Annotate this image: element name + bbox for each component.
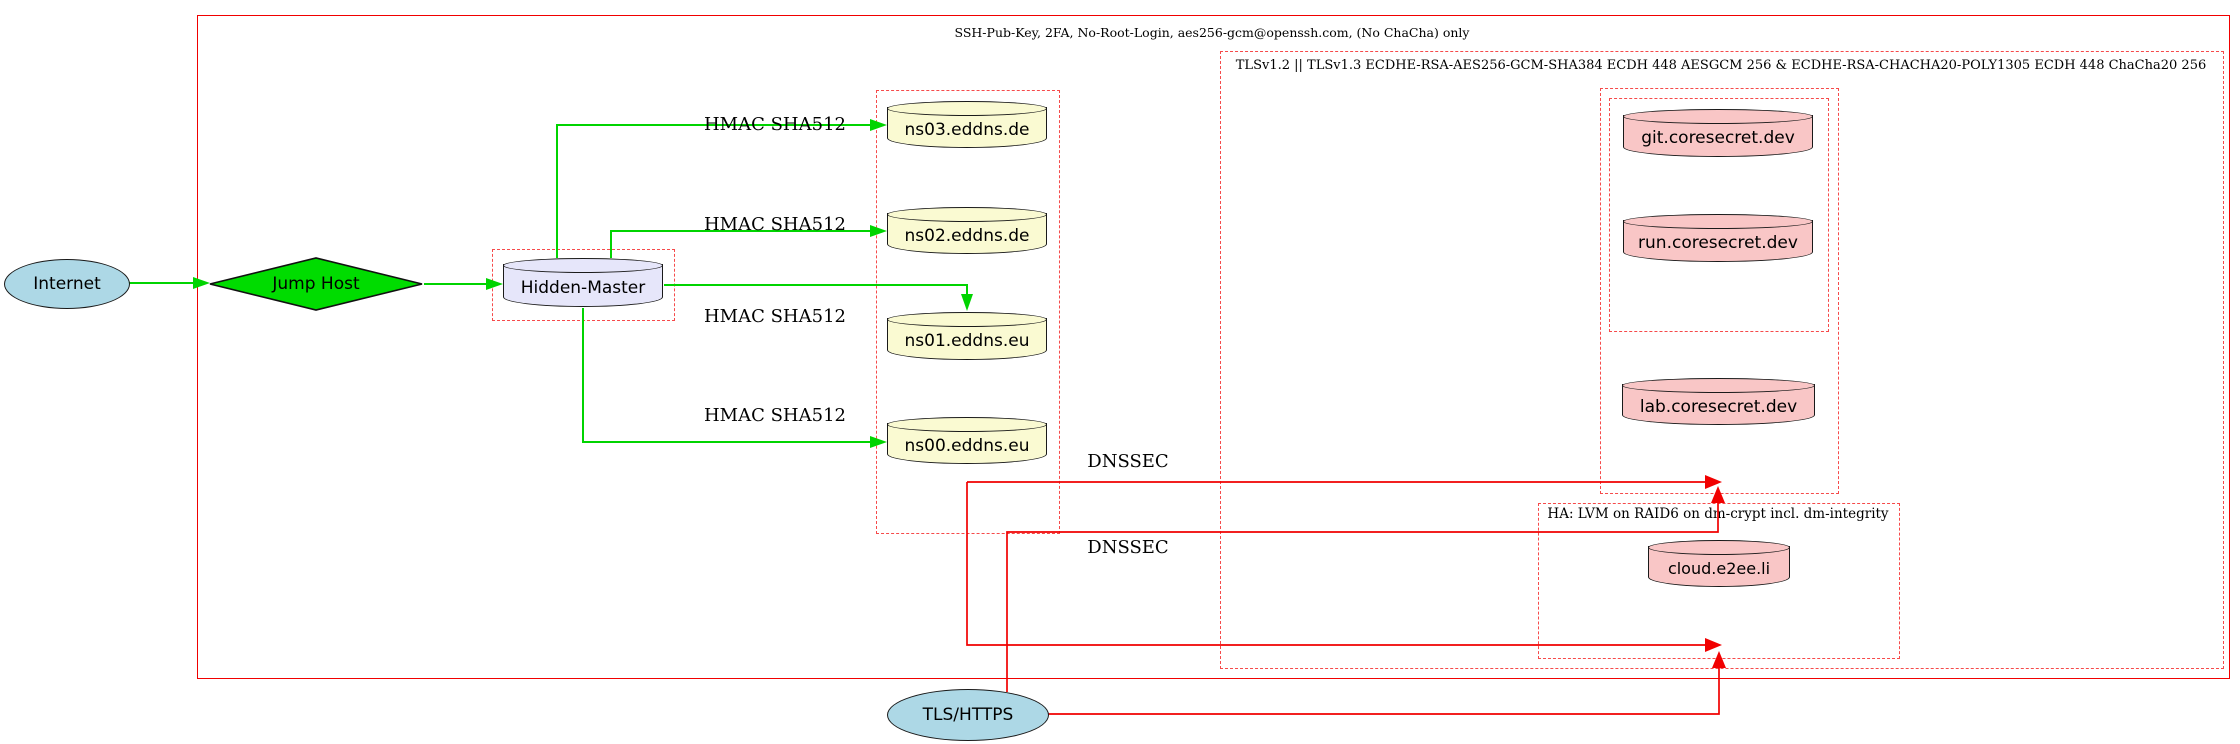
ns03-cylinder-lid [887, 101, 1047, 116]
ns01-node: ns01.eddns.eu [887, 312, 1047, 360]
internet-node: Internet [4, 259, 130, 309]
lab-coresecret-node: lab.coresecret.dev [1622, 378, 1815, 425]
edge-label-hmac-ns03: HMAC SHA512 [703, 114, 846, 135]
hidden-master-node-label: Hidden-Master [520, 277, 646, 298]
git-coresecret-node: git.coresecret.dev [1623, 109, 1813, 157]
ns02-node: ns02.eddns.de [887, 207, 1047, 254]
edge-label-dnssec-2: DNSSEC [1087, 537, 1169, 558]
ssh-policy-label: SSH-Pub-Key, 2FA, No-Root-Login, aes256-… [954, 25, 1470, 40]
cloud-e2ee-node: cloud.e2ee.li [1648, 540, 1790, 587]
lab-coresecret-node-label: lab.coresecret.dev [1639, 396, 1798, 417]
ha-policy-label: HA: LVM on RAID6 on dm-crypt incl. dm-in… [1547, 506, 1889, 522]
jump-host-node-label: Jump Host [272, 274, 360, 294]
ns00-cylinder-lid [887, 417, 1047, 432]
hidden-master-cylinder-lid [503, 258, 663, 273]
run-coresecret-node: run.coresecret.dev [1623, 214, 1813, 262]
ns01-node-label: ns01.eddns.eu [904, 331, 1030, 351]
cloud-e2ee-node-label: cloud.e2ee.li [1667, 559, 1771, 578]
hidden-master-node: Hidden-Master [503, 258, 663, 307]
ns02-node-label: ns02.eddns.de [904, 225, 1030, 246]
tls-https-node-label: TLS/HTTPS [922, 705, 1014, 725]
run-cylinder-lid [1623, 214, 1813, 229]
ns03-node-label: ns03.eddns.de [904, 119, 1030, 140]
git-cylinder-lid [1623, 109, 1813, 124]
tls-https-node: TLS/HTTPS [887, 689, 1049, 741]
ns02-cylinder-lid [887, 207, 1047, 222]
jump-host-diamond-shape [209, 257, 423, 311]
ns00-node-label: ns00.eddns.eu [904, 435, 1030, 456]
internet-node-label: Internet [33, 274, 101, 294]
edge-label-hmac-ns02: HMAC SHA512 [703, 214, 846, 235]
jump-host-node: Jump Host [209, 257, 423, 311]
ns01-cylinder-lid [887, 312, 1047, 327]
run-coresecret-node-label: run.coresecret.dev [1638, 233, 1798, 253]
edge-label-hmac-ns01: HMAC SHA512 [703, 306, 846, 327]
git-coresecret-node-label: git.coresecret.dev [1641, 128, 1795, 148]
ns03-node: ns03.eddns.de [887, 101, 1047, 148]
lab-cylinder-lid [1622, 378, 1815, 393]
cluster-tls-box [1220, 51, 2224, 669]
edge-label-dnssec-1: DNSSEC [1087, 451, 1169, 472]
edge-label-hmac-ns00: HMAC SHA512 [703, 405, 846, 426]
cluster-coresecret-inner-box [1609, 98, 1829, 332]
tls-policy-label: TLSv1.2 || TLSv1.3 ECDHE-RSA-AES256-GCM-… [1235, 58, 2207, 73]
ns00-node: ns00.eddns.eu [887, 417, 1047, 464]
